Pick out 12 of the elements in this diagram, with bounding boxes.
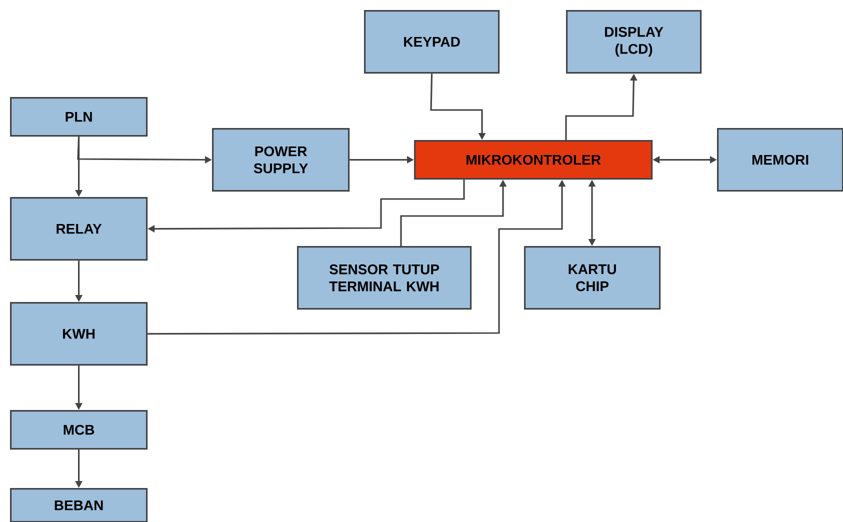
block-box: DISPLAY (LCD) [566,10,702,74]
block-box: POWER SUPPLY [212,128,350,192]
block-box: MCB [10,410,148,450]
block-box: KWH [10,302,148,366]
block-box: MEMORI [717,128,843,192]
block-box: KEYPAD [364,10,500,74]
block-box: PLN [10,97,148,137]
controller-box: MIKROKONTROLER [414,140,653,180]
block-box: SENSOR TUTUP TERMINAL KWH [297,246,472,310]
block-box: RELAY [10,197,148,261]
block-box: BEBAN [10,488,148,522]
block-box: KARTU CHIP [524,246,661,310]
